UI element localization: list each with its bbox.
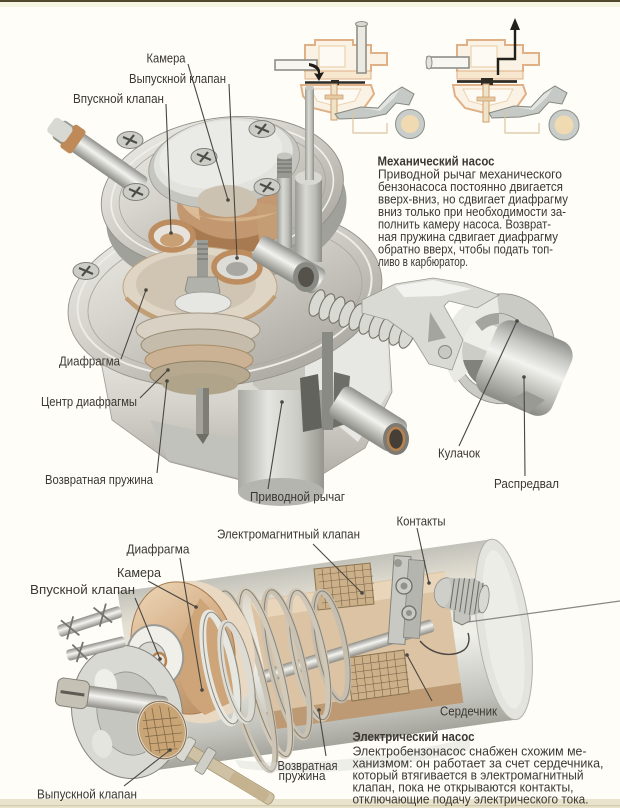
svg-text:вверх-вниз, но сдвигает диафра: вверх-вниз, но сдвигает диафрагму [378,193,569,207]
svg-text:Выпускной клапан: Выпускной клапан [37,788,137,802]
svg-text:Камера: Камера [117,566,161,580]
svg-text:Выпускной клапан: Выпускной клапан [129,72,226,86]
svg-text:Распредвал: Распредвал [494,477,559,491]
svg-text:вниз только при необходимости: вниз только при необходимости за- [378,205,566,219]
svg-text:Электробензонасос снабжен схож: Электробензонасос снабжен схожим ме- [353,745,587,759]
svg-text:Впускной клапан: Впускной клапан [30,583,135,597]
svg-text:Механический насос: Механический насос [378,154,495,169]
svg-text:клапан, пока не открываются ко: клапан, пока не открываются контакты, [353,781,574,795]
svg-text:ливо в карбюратор.: ливо в карбюратор. [378,255,468,269]
svg-text:обратно вверх, чтобы подать то: обратно вверх, чтобы подать топ- [378,243,553,257]
svg-text:Камера: Камера [147,52,186,66]
svg-text:Диафрагма: Диафрагма [127,543,190,557]
svg-text:ханизмом: он работает за счет: ханизмом: он работает за счет сердечника… [353,757,604,771]
svg-text:Электрический насос: Электрический насос [353,729,475,744]
svg-text:пружина: пружина [279,769,326,783]
svg-text:Возвратная пружина: Возвратная пружина [45,473,153,487]
svg-text:Диафрагма: Диафрагма [59,355,120,369]
svg-text:Сердечник: Сердечник [440,705,497,719]
svg-text:Приводной рычаг механического: Приводной рычаг механического [378,168,562,182]
svg-text:Приводной рычаг: Приводной рычаг [250,490,345,504]
svg-text:Впускной клапан: Впускной клапан [73,92,164,106]
svg-text:Контакты: Контакты [397,515,446,529]
svg-text:полнить камеру насоса. Возврат: полнить камеру насоса. Возврат- [378,218,551,232]
svg-text:Кулачок: Кулачок [438,447,480,461]
svg-text:бензонасоса постоянно двигаетс: бензонасоса постоянно двигается [378,180,563,194]
svg-text:который втягивается в электром: который втягивается в электромагнитный [353,769,584,783]
svg-text:Электромагнитный клапан: Электромагнитный клапан [217,528,360,542]
svg-text:ная пружина сдвигает диафрагму: ная пружина сдвигает диафрагму [378,230,559,244]
svg-text:отключающие подачу электрическ: отключающие подачу электрического тока. [353,793,589,807]
svg-text:Центр диафрагмы: Центр диафрагмы [41,395,137,409]
svg-text:Возвратная: Возвратная [278,759,338,773]
